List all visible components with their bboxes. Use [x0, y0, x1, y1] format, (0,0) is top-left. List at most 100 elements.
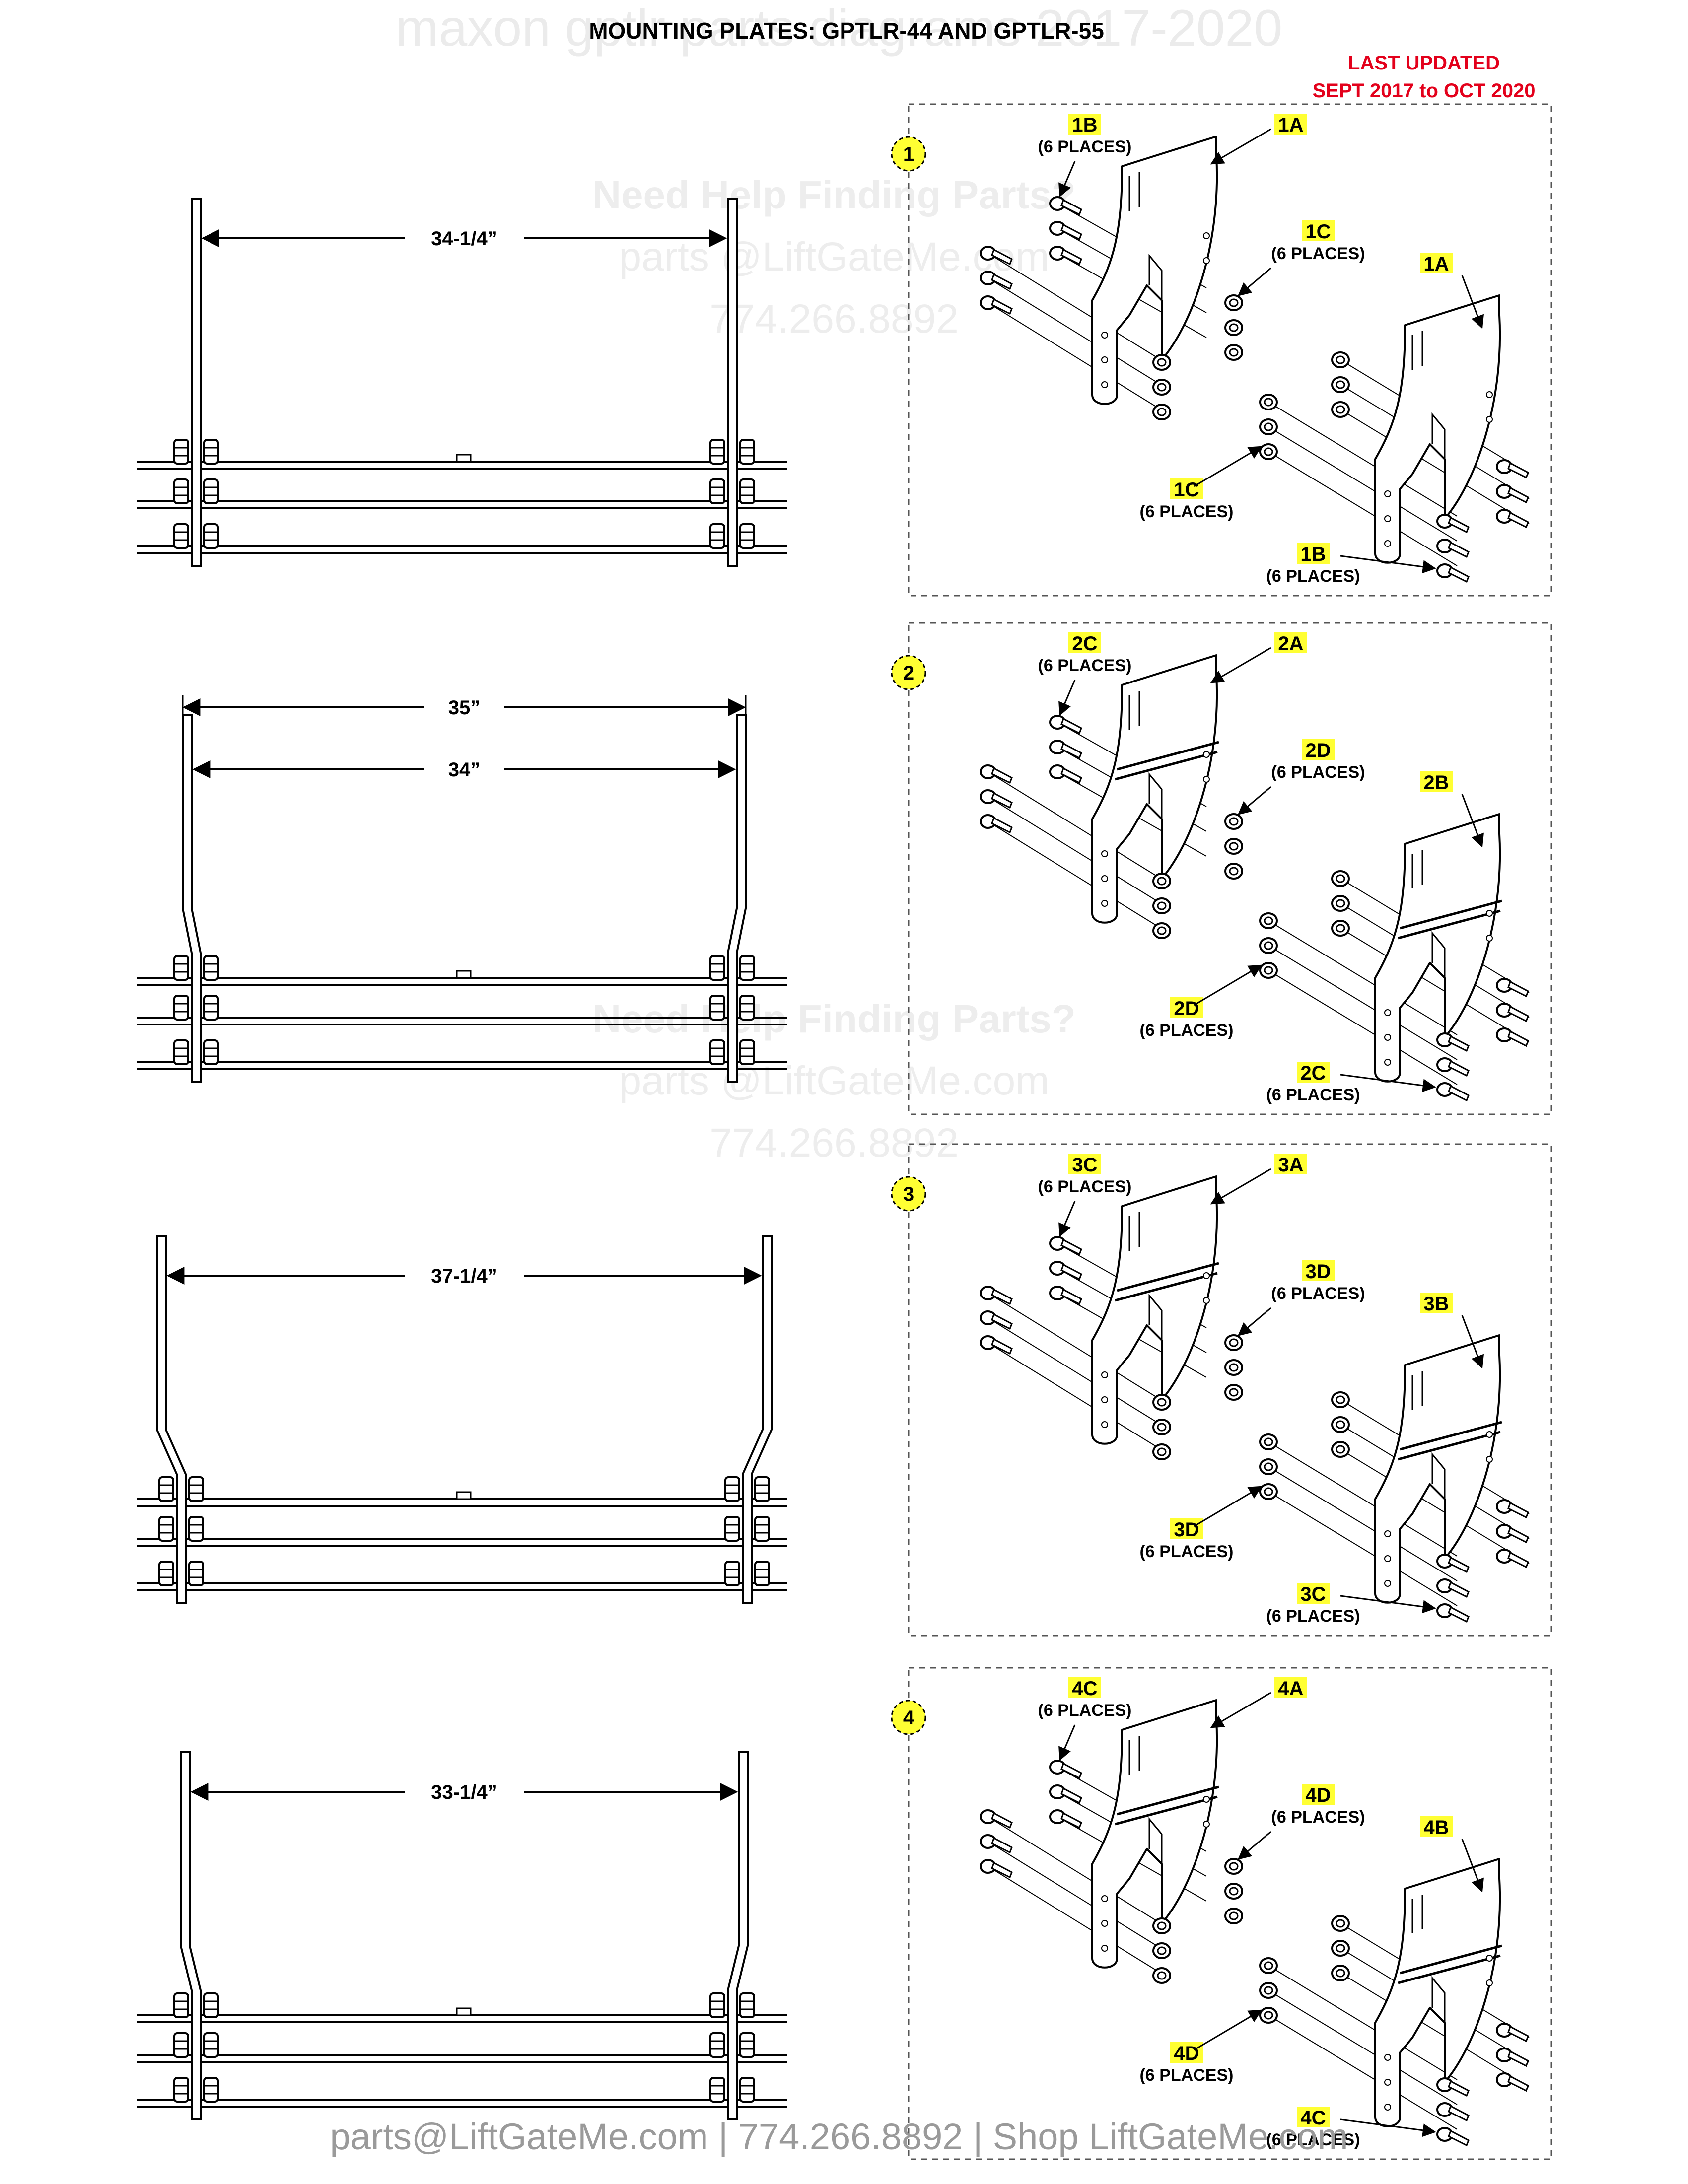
slot: [1411, 1371, 1423, 1410]
leader-line: [1461, 1839, 1484, 1893]
hex-nut: [739, 523, 755, 549]
callout-highlight: [1068, 632, 1101, 653]
bolt-hole: [1384, 490, 1391, 497]
assembly-line: [1268, 1990, 1458, 2105]
nut-hole: [1157, 383, 1167, 392]
leader-line: [1461, 1315, 1484, 1369]
bolt-hole: [1384, 1530, 1391, 1537]
callout-1c: 1C: [1305, 221, 1331, 243]
nut-hole: [1264, 2011, 1273, 2020]
leader-line: [1340, 1595, 1436, 1614]
bolt-hole: [1203, 1272, 1210, 1279]
nut-hole: [1157, 1398, 1167, 1407]
bolt-shank: [1507, 1030, 1529, 1047]
hex-nut: [709, 439, 725, 465]
nut-hole: [1264, 422, 1273, 431]
hex-nut: [724, 1561, 740, 1586]
dimension-label: 37-1/4”: [431, 1265, 497, 1287]
hex-nut: [173, 1992, 189, 2018]
hex-nut: [203, 995, 219, 1021]
leader-line: [1461, 794, 1484, 848]
bolt-hole: [1203, 1297, 1210, 1304]
callout-3a: 3A: [1278, 1154, 1303, 1176]
slot: [1411, 1895, 1423, 1933]
leader-line: [1194, 1486, 1263, 1527]
bolt-shank: [991, 1338, 1013, 1355]
bolt-hole: [1101, 1396, 1108, 1403]
bolt-hole: [1101, 381, 1108, 388]
hex-nut: [173, 995, 189, 1021]
mounting-plate: [182, 714, 202, 1083]
nut-hole: [1264, 1437, 1273, 1446]
hex-nut: [739, 1039, 755, 1065]
bolt-hole: [1486, 1431, 1493, 1438]
leader-line: [1210, 647, 1271, 683]
bolt-shank: [1507, 2050, 1529, 2067]
bolt-shank: [1507, 980, 1529, 998]
bolt-hole: [1486, 391, 1493, 398]
nut-hole: [1336, 1919, 1345, 1928]
bolt-hole: [1101, 850, 1108, 857]
places-note: (6 PLACES): [1271, 763, 1365, 782]
bolt-shank: [1060, 767, 1082, 784]
leader-line: [1058, 680, 1076, 716]
bolt-shank: [1507, 1005, 1529, 1023]
nut-hole: [1336, 1969, 1345, 1978]
last-updated-range: SEPT 2017 to OCT 2020: [1312, 80, 1535, 102]
bend-band: [1398, 1421, 1502, 1461]
bolt-hole: [1384, 2104, 1391, 2111]
assembly-line: [987, 1293, 1157, 1398]
callout-2a: 2A: [1278, 633, 1303, 655]
leader-line: [1340, 1074, 1436, 1092]
hex-nut: [739, 1992, 755, 2018]
hex-nut: [203, 478, 219, 504]
callout-1c: 1C: [1174, 479, 1199, 501]
nut-hole: [1264, 1487, 1273, 1496]
center-tab: [456, 1491, 472, 1500]
bend-band: [1398, 899, 1502, 940]
plate-flange: [1431, 1452, 1446, 1499]
hex-nut: [754, 1561, 770, 1586]
center-tab: [456, 2007, 472, 2016]
bolt-hole: [1384, 515, 1391, 522]
section-badge: [891, 655, 926, 690]
watermark-help: Need Help Finding Parts?: [592, 997, 1075, 1041]
assembly-line: [1268, 451, 1458, 566]
bolt-hole: [1101, 1895, 1108, 1902]
section-badge: [891, 1176, 926, 1212]
leader-line: [1340, 2118, 1436, 2137]
callout-2c: 2C: [1300, 1062, 1326, 1084]
exploded-view-2: [891, 622, 1552, 1115]
side-view-4: [137, 1751, 787, 2120]
bolt-shank: [1060, 717, 1082, 735]
nut-hole: [1157, 901, 1167, 910]
callout-4d: 4D: [1305, 1784, 1331, 1806]
plate-outline: [1091, 654, 1218, 924]
callout-highlight: [1068, 1154, 1101, 1174]
nut-hole: [1264, 916, 1273, 925]
hex-nut: [203, 439, 219, 465]
assembly-line: [1340, 928, 1530, 1043]
bolt-shank: [991, 1288, 1013, 1305]
plate-outline: [1091, 1699, 1218, 1969]
nut-hole: [1336, 1420, 1345, 1429]
assembly-line: [987, 253, 1157, 358]
bolt-shank: [991, 767, 1013, 784]
dimension-label-outer: 35”: [448, 697, 481, 719]
places-note: (6 PLACES): [1038, 137, 1132, 156]
nut-hole: [1229, 1887, 1239, 1896]
side-view-2: [137, 690, 787, 1083]
nut-hole: [1157, 1971, 1167, 1980]
hex-nut: [739, 995, 755, 1021]
hex-nut: [158, 1516, 174, 1542]
callout-highlight: [1420, 253, 1453, 273]
callout-4d: 4D: [1174, 2043, 1199, 2064]
bolt-shank: [1060, 199, 1082, 216]
plate-flange: [1431, 1976, 1446, 2023]
hex-nut: [203, 955, 219, 981]
exploded-view-3: [891, 1143, 1552, 1637]
hex-nut: [724, 1476, 740, 1502]
nut-hole: [1336, 1395, 1345, 1404]
places-note: (6 PLACES): [1038, 1177, 1132, 1196]
section-frame: [908, 1667, 1552, 2160]
